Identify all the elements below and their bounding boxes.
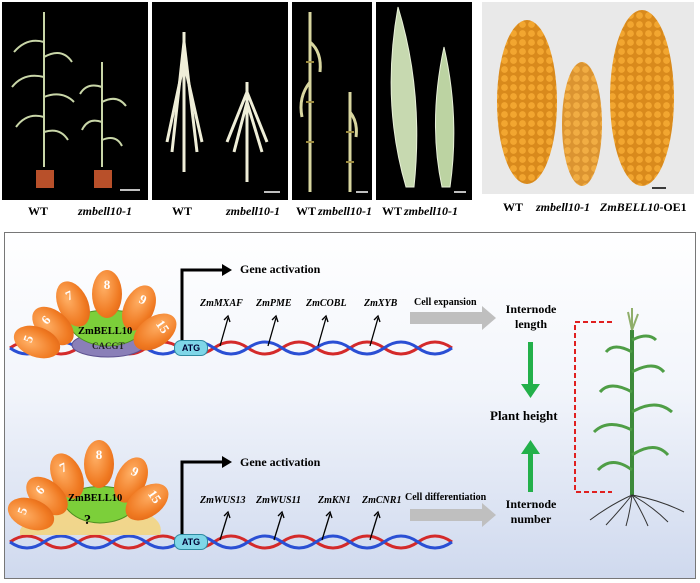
pot-wt	[36, 170, 54, 188]
gene-upper-4: ZmXYB	[364, 298, 398, 309]
tassels-drawing	[165, 32, 280, 193]
label-p3-mutant-text: zmbell10-1	[318, 204, 372, 218]
process-arrow-upper	[410, 306, 496, 330]
petal-upper-8: 8	[92, 270, 122, 318]
motif-label: CACGT	[92, 341, 125, 351]
internode-number-line1: Internode	[505, 497, 557, 511]
gene-arrows-lower	[219, 510, 381, 541]
gene-arrows-upper	[219, 314, 381, 347]
photo-whole-plants	[2, 2, 148, 200]
unknown-factor-label: ?	[84, 513, 91, 528]
internode-number-label: Internode number	[502, 497, 560, 527]
photo-leaves	[376, 2, 472, 200]
transcription-arrowhead-lower	[222, 456, 232, 468]
process-arrow-lower	[410, 503, 496, 527]
gene-activation-upper: Gene activation	[240, 262, 321, 276]
label-p2-wt: WT	[172, 204, 193, 218]
photo-ears	[482, 2, 694, 194]
label-p5-oe-gene: ZmBELL10	[600, 200, 660, 214]
gene-lower-4: ZmCNR1	[362, 495, 402, 506]
label-p3-mutant: zmbell10-1	[318, 204, 372, 219]
red-dashed-bracket	[574, 321, 612, 493]
ear-wt	[497, 20, 557, 184]
label-p5-wt: WT	[503, 200, 524, 214]
label-p4-wt: WT	[382, 204, 403, 218]
label-p5-mutant: zmbell10-1	[536, 200, 590, 215]
internode-length-line1: Internode	[505, 302, 557, 316]
transcription-arrow-upper	[180, 268, 222, 340]
internode-number-line2: number	[510, 512, 552, 526]
gene-lower-2: ZmWUS11	[256, 495, 302, 506]
ears-drawing	[497, 10, 674, 189]
leaf-mutant	[435, 46, 455, 188]
gene-lower-3: ZmKN1	[318, 495, 351, 506]
process-label-lower: Cell differentiation	[405, 492, 487, 503]
ear-mutant	[562, 62, 602, 186]
gene-upper-3: ZmCOBL	[306, 298, 347, 309]
internode-length-label: Internode length	[502, 302, 560, 332]
gene-lower-1: ZmWUS13	[200, 495, 246, 506]
label-p3-wt: WT	[296, 204, 317, 218]
label-p1-mutant-text: zmbell10-1	[78, 204, 132, 218]
photo-tassels	[152, 2, 288, 200]
label-p1-mutant: zmbell10-1	[78, 204, 132, 219]
whole-plants-drawing	[11, 12, 140, 191]
plant-height-label: Plant height	[490, 408, 558, 423]
green-arrow-down	[521, 342, 540, 398]
pot-mutant	[94, 170, 112, 188]
maize-plant-drawing	[589, 308, 685, 527]
label-p5-oe: ZmBELL10-OE1	[600, 200, 687, 215]
transcription-arrowhead-upper	[222, 264, 232, 276]
petal-lower-8: 8	[84, 440, 114, 488]
label-p4-mutant: zmbell10-1	[404, 204, 458, 219]
photo-stems	[292, 2, 372, 200]
ear-oe	[610, 10, 674, 186]
label-p5-mutant-text: zmbell10-1	[536, 200, 590, 214]
transcription-arrow-lower	[180, 460, 222, 535]
factor-label-lower: ZmBELL10	[68, 493, 123, 504]
atg-lower: ATG	[174, 534, 208, 550]
leaves-drawing	[390, 6, 466, 193]
gene-upper-2: ZmPME	[256, 298, 292, 309]
label-p4-mutant-text: zmbell10-1	[404, 204, 458, 218]
gene-activation-lower: Gene activation	[240, 455, 321, 469]
factor-label-upper: ZmBELL10	[78, 326, 133, 337]
label-p1-wt: WT	[28, 204, 49, 218]
process-label-upper: Cell expansion	[414, 297, 477, 308]
stems-drawing	[299, 12, 368, 193]
label-p5-oe-suffix: -OE1	[659, 200, 687, 214]
atg-upper: ATG	[174, 340, 208, 356]
internode-length-line2: length	[514, 317, 547, 331]
dna-helix-lower	[9, 534, 453, 550]
label-p2-mutant-text: zmbell10-1	[226, 204, 280, 218]
gene-upper-1: ZmMXAF	[200, 298, 243, 309]
green-arrow-up	[521, 440, 540, 492]
label-p2-mutant: zmbell10-1	[226, 204, 280, 219]
leaf-wt	[390, 6, 418, 188]
